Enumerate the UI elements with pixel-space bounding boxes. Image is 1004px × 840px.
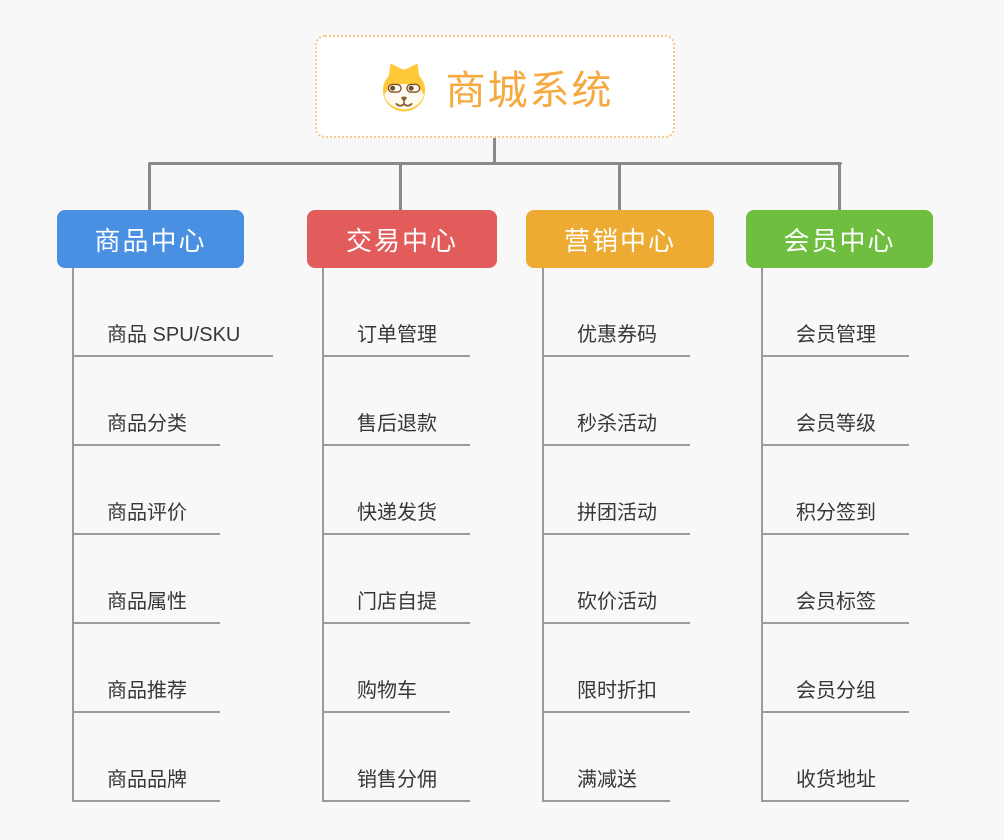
leaf-label: 商品分类 bbox=[74, 407, 220, 446]
leaf-label: 快递发货 bbox=[324, 496, 470, 535]
leaf-topic[interactable]: 订单管理 bbox=[324, 268, 470, 357]
leaf-topic[interactable]: 商品评价 bbox=[74, 446, 273, 535]
branch-column-marketing: 优惠券码 秒杀活动 拼团活动 砍价活动 限时折扣 满减送 bbox=[542, 268, 690, 802]
leaf-topic[interactable]: 商品 SPU/SKU bbox=[74, 268, 274, 357]
leaf-label: 商品评价 bbox=[74, 496, 220, 535]
leaf-topic[interactable]: 售后退款 bbox=[324, 357, 470, 446]
connector-drop-trade bbox=[399, 163, 402, 210]
leaf-label: 会员标签 bbox=[763, 585, 909, 624]
branch-node-marketing-center[interactable]: 营销中心 bbox=[526, 210, 714, 268]
leaf-topic[interactable]: 商品品牌 bbox=[74, 713, 273, 802]
branch-node-trade-center[interactable]: 交易中心 bbox=[307, 210, 497, 268]
leaf-label: 限时折扣 bbox=[544, 674, 690, 713]
leaf-label: 拼团活动 bbox=[544, 496, 690, 535]
dog-face-icon bbox=[382, 62, 425, 111]
leaf-topic[interactable]: 商品属性 bbox=[74, 535, 273, 624]
leaf-label: 门店自提 bbox=[324, 585, 470, 624]
leaf-label: 会员等级 bbox=[763, 407, 909, 446]
connector-drop-product bbox=[148, 163, 151, 210]
leaf-topic[interactable]: 会员等级 bbox=[763, 357, 909, 446]
branch-column-product: 商品 SPU/SKU 商品分类 商品评价 商品属性 商品推荐 商品品牌 bbox=[72, 268, 274, 802]
leaf-label: 售后退款 bbox=[324, 407, 470, 446]
leaf-topic[interactable]: 商品分类 bbox=[74, 357, 273, 446]
branch-node-product-center[interactable]: 商品中心 bbox=[57, 210, 244, 268]
connector-bus-line bbox=[148, 162, 842, 165]
leaf-label: 满减送 bbox=[544, 763, 670, 802]
root-title: 商城系统 bbox=[445, 68, 614, 113]
leaf-label: 砍价活动 bbox=[544, 585, 690, 624]
leaf-label: 销售分佣 bbox=[324, 763, 470, 802]
leaf-topic[interactable]: 快递发货 bbox=[324, 446, 470, 535]
branch-column-trade: 订单管理 售后退款 快递发货 门店自提 购物车 销售分佣 bbox=[322, 268, 470, 802]
leaf-label: 商品推荐 bbox=[74, 674, 220, 713]
leaf-topic[interactable]: 秒杀活动 bbox=[544, 357, 690, 446]
connector-drop-marketing bbox=[618, 163, 621, 210]
leaf-label: 商品属性 bbox=[74, 585, 220, 624]
leaf-label: 购物车 bbox=[324, 674, 450, 713]
leaf-topic[interactable]: 优惠券码 bbox=[544, 268, 690, 357]
leaf-topic[interactable]: 砍价活动 bbox=[544, 535, 690, 624]
connector-drop-member bbox=[838, 163, 841, 210]
branch-column-member: 会员管理 会员等级 积分签到 会员标签 会员分组 收货地址 bbox=[761, 268, 909, 802]
leaf-label: 商品 SPU/SKU bbox=[74, 318, 274, 357]
leaf-topic[interactable]: 拼团活动 bbox=[544, 446, 690, 535]
leaf-topic[interactable]: 满减送 bbox=[544, 713, 690, 802]
leaf-topic[interactable]: 购物车 bbox=[324, 624, 470, 713]
leaf-topic[interactable]: 积分签到 bbox=[763, 446, 909, 535]
leaf-topic[interactable]: 限时折扣 bbox=[544, 624, 690, 713]
leaf-topic[interactable]: 门店自提 bbox=[324, 535, 470, 624]
leaf-label: 收货地址 bbox=[763, 763, 909, 802]
leaf-topic[interactable]: 销售分佣 bbox=[324, 713, 470, 802]
leaf-topic[interactable]: 商品推荐 bbox=[74, 624, 273, 713]
leaf-topic[interactable]: 会员分组 bbox=[763, 624, 909, 713]
connector-root-stub bbox=[493, 136, 496, 165]
leaf-topic[interactable]: 会员管理 bbox=[763, 268, 909, 357]
branch-node-member-center[interactable]: 会员中心 bbox=[746, 210, 933, 268]
leaf-label: 积分签到 bbox=[763, 496, 909, 535]
leaf-label: 商品品牌 bbox=[74, 763, 220, 802]
leaf-topic[interactable]: 收货地址 bbox=[763, 713, 909, 802]
leaf-label: 订单管理 bbox=[324, 318, 470, 357]
leaf-label: 优惠券码 bbox=[544, 318, 690, 357]
leaf-label: 秒杀活动 bbox=[544, 407, 690, 446]
root-node[interactable]: 商城系统 bbox=[315, 35, 675, 138]
leaf-label: 会员管理 bbox=[763, 318, 909, 357]
leaf-label: 会员分组 bbox=[763, 674, 909, 713]
leaf-topic[interactable]: 会员标签 bbox=[763, 535, 909, 624]
